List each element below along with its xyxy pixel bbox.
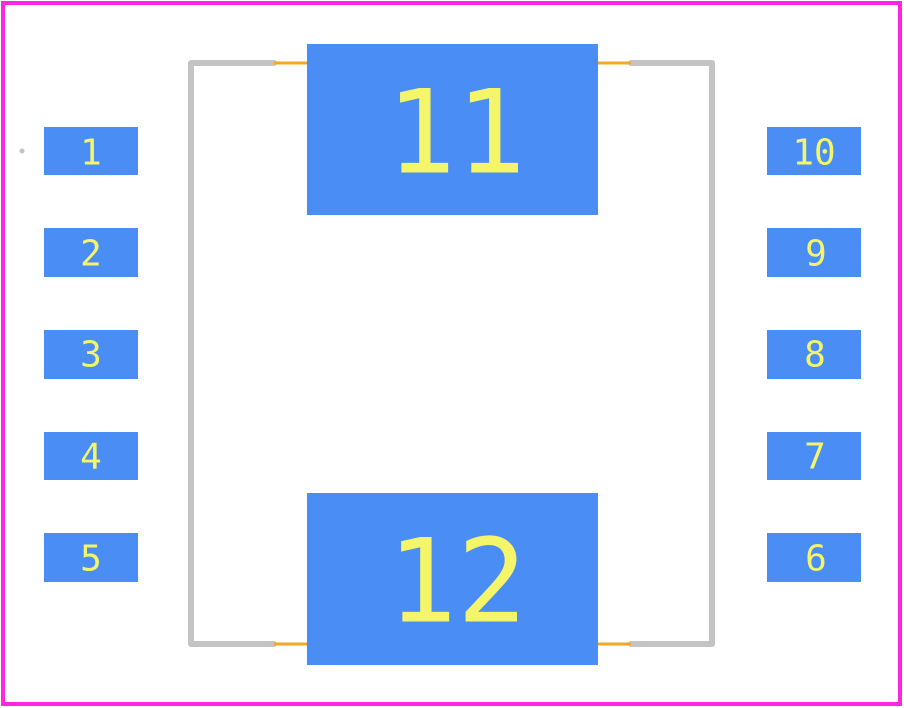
silkscreen-left-bracket [188, 60, 277, 647]
pad-6-label: 6 [805, 539, 827, 580]
pad-11-label: 11 [386, 66, 526, 201]
pad-6[interactable]: 6 [767, 533, 861, 582]
pad-11[interactable]: 11 [307, 44, 598, 215]
pad-12[interactable]: 12 [307, 493, 598, 665]
pin1-marker-dot [19, 148, 25, 154]
pad-5[interactable]: 5 [44, 533, 138, 582]
pad-2-label: 2 [80, 234, 102, 275]
pad-7-label: 7 [804, 437, 826, 478]
pad-5-label: 5 [80, 539, 102, 580]
pad-4-label: 4 [80, 437, 102, 478]
pad-1[interactable]: 1 [44, 127, 138, 175]
pad-1-label: 1 [80, 133, 102, 174]
pad-9[interactable]: 9 [767, 228, 861, 277]
pad-7[interactable]: 7 [767, 432, 861, 480]
pad-8-label: 8 [804, 335, 826, 376]
pad-10-label: 10 [792, 133, 835, 174]
pad-12-label: 12 [387, 515, 527, 650]
pad-4[interactable]: 4 [44, 432, 138, 480]
pad-2[interactable]: 2 [44, 228, 138, 277]
pad-3[interactable]: 3 [44, 330, 138, 379]
pad-8[interactable]: 8 [767, 330, 861, 379]
silkscreen-right-bracket [628, 60, 715, 647]
pad-3-label: 3 [80, 335, 102, 376]
pad-9-label: 9 [805, 234, 827, 275]
pad-10[interactable]: 10 [767, 127, 861, 175]
